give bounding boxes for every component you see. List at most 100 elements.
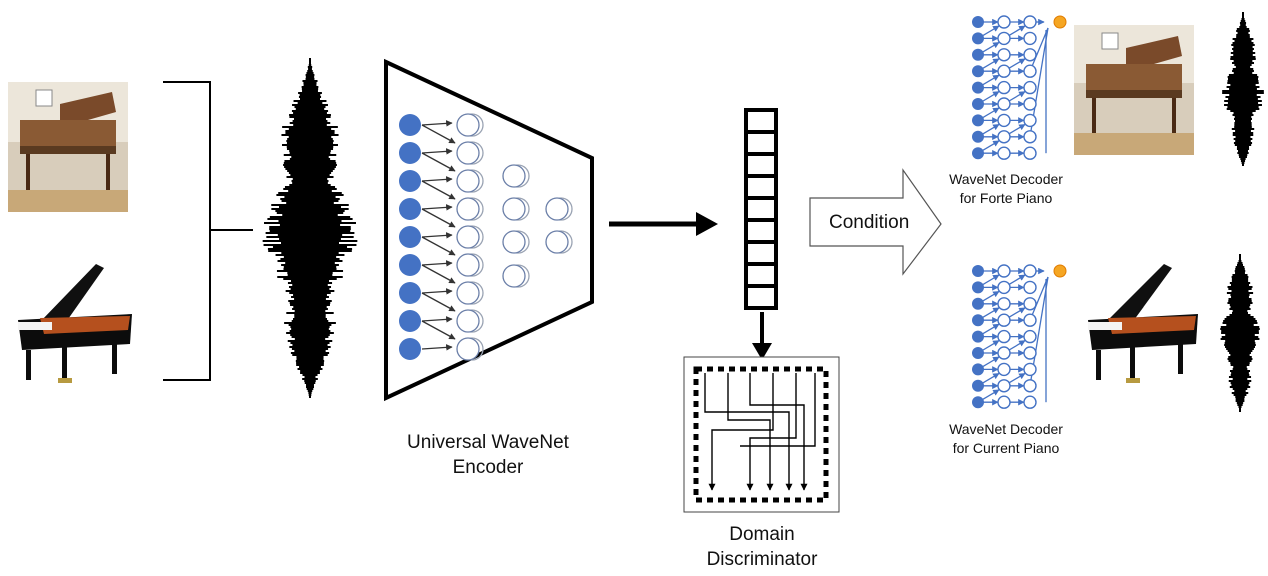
decoder-hidden-node bbox=[1023, 264, 1037, 278]
encoder-hidden-node bbox=[456, 141, 480, 165]
latent-cell bbox=[744, 108, 778, 134]
decoder-hidden-node bbox=[1023, 113, 1037, 128]
encoder-input-node bbox=[399, 170, 421, 192]
encoder-input-node bbox=[399, 338, 421, 360]
decoder-hidden-node bbox=[1023, 130, 1037, 144]
decoder-hidden-node bbox=[1023, 280, 1037, 295]
decoder-hidden-node bbox=[1023, 313, 1037, 327]
encoder-input-node bbox=[399, 114, 421, 136]
decoder-hidden-node bbox=[997, 280, 1011, 295]
encoder-input-node bbox=[399, 282, 421, 304]
encoder-hidden-node bbox=[456, 253, 480, 277]
encoder-hidden-node bbox=[502, 230, 526, 254]
decoder-hidden-node bbox=[997, 379, 1011, 393]
decoder-input-node bbox=[972, 114, 984, 127]
decoder-hidden-node bbox=[1023, 395, 1037, 409]
encoder-input-node bbox=[399, 226, 421, 248]
decoder-forte-label-line1: WaveNet Decoder bbox=[949, 171, 1063, 187]
encoder-hidden-node bbox=[456, 169, 480, 193]
decoder-input-node bbox=[972, 16, 984, 28]
decoder-input-node bbox=[972, 347, 984, 359]
encoder-input-node bbox=[399, 310, 421, 332]
decoder-forte-label-line2: for Forte Piano bbox=[959, 190, 1053, 206]
latent-cell bbox=[744, 174, 778, 200]
output-waveform-current bbox=[1220, 254, 1260, 412]
decoder-input-node bbox=[972, 48, 984, 61]
forte-piano-photo bbox=[8, 82, 128, 212]
decoder-output-node bbox=[1053, 264, 1067, 278]
latent-vector bbox=[744, 108, 778, 310]
decoder-hidden-node bbox=[1023, 346, 1037, 360]
decoder-current-label-line2: for Current Piano bbox=[952, 440, 1060, 456]
decoder-input-node bbox=[972, 265, 984, 277]
output-waveform-forte bbox=[1222, 12, 1264, 166]
encoder-hidden-node bbox=[545, 197, 569, 221]
encoder-label-line1: Universal WaveNet bbox=[407, 432, 569, 453]
decoder-forte-label: WaveNet Decoder for Forte Piano bbox=[932, 170, 1080, 208]
decoder-hidden-node bbox=[997, 146, 1011, 160]
latent-cell bbox=[744, 218, 778, 244]
encoder-label-line2: Encoder bbox=[452, 457, 524, 478]
decoder-hidden-node bbox=[997, 15, 1011, 29]
decoder-hidden-node bbox=[1023, 297, 1037, 311]
arrow-to-latent bbox=[609, 212, 718, 236]
decoder-hidden-node bbox=[997, 297, 1011, 311]
input-bracket bbox=[163, 81, 253, 381]
decoder-hidden-node bbox=[997, 97, 1011, 111]
decoder-input-node bbox=[972, 379, 984, 392]
decoder-hidden-node bbox=[997, 80, 1011, 95]
decoder-hidden-node bbox=[997, 130, 1011, 144]
encoder-nodes bbox=[399, 113, 573, 361]
grand-piano-photo bbox=[18, 264, 132, 383]
decoder-hidden-node bbox=[1023, 15, 1037, 29]
decoder-input-node bbox=[972, 65, 984, 78]
decoder-input-node bbox=[972, 32, 984, 45]
encoder-hidden-node bbox=[456, 337, 480, 361]
decoder-hidden-node bbox=[1023, 362, 1037, 377]
decoder-input-node bbox=[972, 314, 984, 327]
discriminator-label-line2: Discriminator bbox=[706, 549, 818, 570]
encoder-hidden-node bbox=[545, 230, 569, 254]
latent-cell bbox=[744, 240, 778, 266]
encoder-hidden-node bbox=[456, 309, 480, 333]
forte-piano-photo-right bbox=[1074, 25, 1194, 155]
decoder-input-node bbox=[972, 297, 984, 310]
decoder-input-node bbox=[972, 130, 984, 143]
encoder-hidden-node bbox=[502, 264, 526, 288]
decoder-hidden-node bbox=[1023, 329, 1037, 344]
wavenet-decoder-current bbox=[972, 264, 1067, 409]
decoder-input-node bbox=[972, 147, 984, 160]
decoder-hidden-node bbox=[1023, 31, 1037, 46]
decoder-hidden-node bbox=[997, 395, 1011, 409]
encoder-input-node bbox=[399, 142, 421, 164]
latent-cell bbox=[744, 262, 778, 288]
encoder-hidden-node bbox=[456, 113, 480, 137]
decoder-input-node bbox=[972, 330, 984, 343]
encoder-hidden-node bbox=[456, 197, 480, 221]
decoder-input-node bbox=[972, 81, 984, 94]
decoder-hidden-node bbox=[1023, 48, 1037, 62]
discriminator-label-line1: Domain bbox=[729, 524, 795, 545]
decoder-input-node bbox=[972, 363, 984, 376]
condition-arrow bbox=[809, 168, 942, 276]
encoder-trapezoid bbox=[384, 58, 594, 402]
decoder-hidden-node bbox=[1023, 97, 1037, 111]
latent-cell bbox=[744, 196, 778, 222]
domain-discriminator-box bbox=[683, 356, 840, 513]
arrow-to-discriminator bbox=[752, 312, 772, 360]
decoder-current-label: WaveNet Decoder for Current Piano bbox=[932, 420, 1080, 458]
encoder-hidden-node bbox=[502, 197, 526, 221]
encoder-hidden-node bbox=[456, 281, 480, 305]
wavenet-decoder-forte bbox=[972, 15, 1067, 160]
input-waveform bbox=[262, 58, 358, 398]
decoder-hidden-node bbox=[997, 362, 1011, 377]
decoder-hidden-node bbox=[1023, 80, 1037, 95]
discriminator-label: Domain Discriminator bbox=[680, 522, 844, 572]
encoder-label: Universal WaveNet Encoder bbox=[380, 430, 596, 480]
encoder-hidden-node bbox=[502, 164, 526, 188]
latent-cell bbox=[744, 152, 778, 178]
decoder-hidden-node bbox=[997, 264, 1011, 278]
decoder-hidden-node bbox=[1023, 379, 1037, 393]
condition-label: Condition bbox=[829, 212, 910, 233]
